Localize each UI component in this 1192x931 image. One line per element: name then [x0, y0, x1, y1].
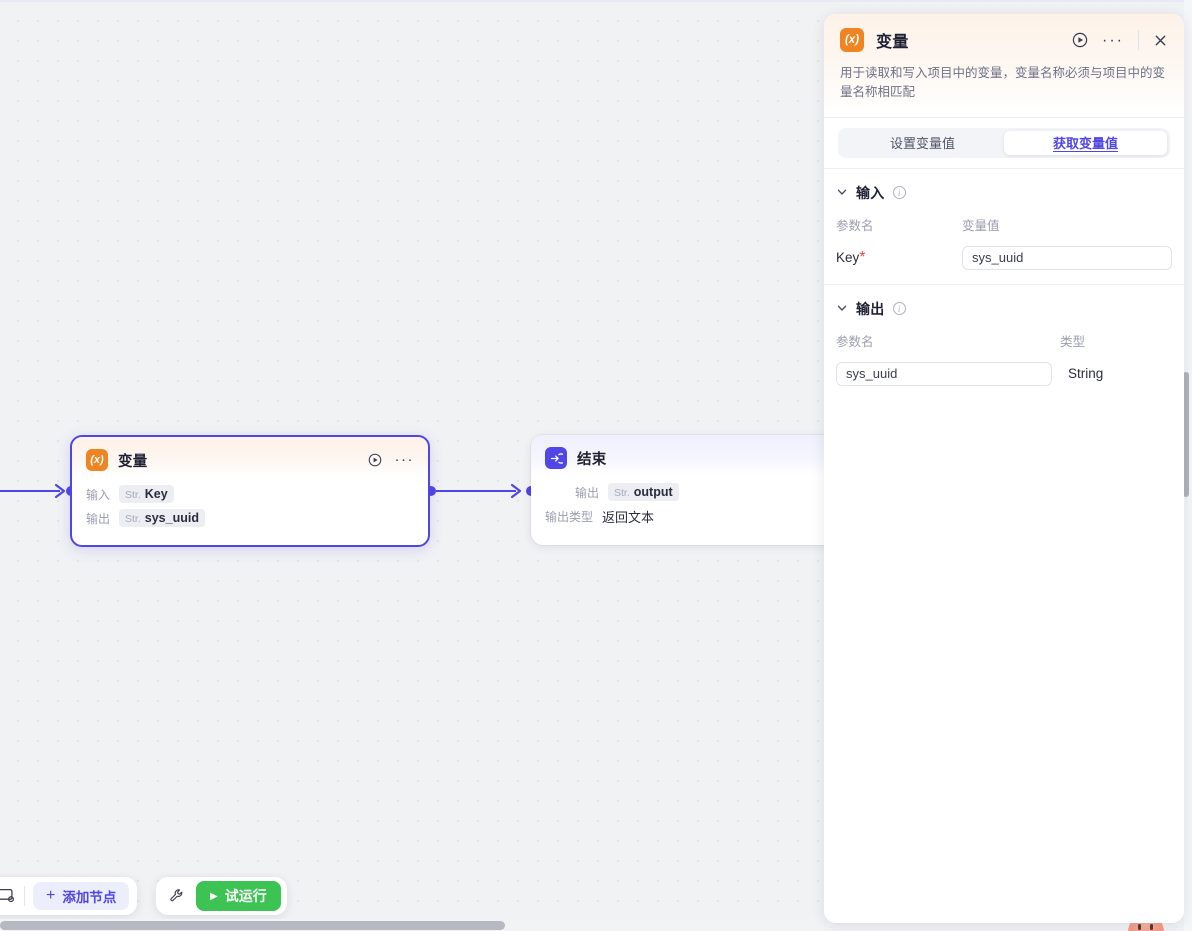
node-variable-title: 变量	[118, 453, 148, 470]
param-name: Key	[144, 487, 168, 501]
node-variable-row-output: 输出 Str. sys_uuid	[86, 509, 414, 527]
row-label: 输出类型	[545, 510, 594, 524]
output-section: 输出 i 参数名 类型 sys_uuid String	[824, 283, 1184, 400]
node-config-panel: (x) 变量 ··· 用于读取和写入项目中的变量，变量名称必须与项目中的变量名称…	[824, 14, 1184, 923]
param-name: sys_uuid	[144, 511, 199, 525]
param-chip: Str. Key	[119, 485, 174, 503]
toolbar-divider	[24, 886, 25, 906]
play-icon: ▶	[210, 890, 218, 902]
output-row-type: String	[1060, 365, 1172, 383]
row-label: 输出	[575, 485, 600, 500]
input-header-param: 参数名	[836, 218, 874, 233]
output-table: 参数名 类型 sys_uuid String	[836, 331, 1172, 386]
input-section-header[interactable]: 输入 i	[836, 183, 1172, 203]
variable-braces-icon: (x)	[840, 28, 864, 52]
input-param-name: Key	[836, 249, 860, 265]
info-icon[interactable]: i	[892, 302, 906, 316]
panel-mode-tabs: 设置变量值 获取变量值	[824, 116, 1184, 168]
variable-value-input[interactable]: sys_uuid	[962, 245, 1172, 270]
close-icon[interactable]	[1153, 33, 1168, 48]
play-circle-icon[interactable]	[368, 453, 382, 467]
input-row-value: sys_uuid	[962, 245, 1172, 270]
input-table: 参数名 变量值 Key* sys_uuid	[836, 215, 1172, 270]
node-variable-actions: ···	[368, 451, 415, 468]
output-table-header: 参数名 类型	[836, 331, 1172, 350]
output-header-param: 参数名	[836, 334, 874, 349]
row-label: 输入	[86, 487, 111, 502]
canvas-toolbar-run: ▶ 试运行	[156, 877, 287, 915]
panel-action-divider	[1138, 30, 1139, 50]
input-header-value: 变量值	[962, 218, 1000, 233]
panel-title-row: (x) 变量 ···	[840, 28, 1168, 52]
end-arrow-icon	[545, 447, 567, 469]
play-circle-icon[interactable]	[1072, 32, 1088, 48]
panel-scrollbar-thumb[interactable]	[1183, 372, 1189, 497]
node-end-row-output: 输出 Str. output	[575, 483, 877, 501]
node-variable-row-input: 输入 Str. Key	[86, 485, 414, 503]
output-section-header[interactable]: 输出 i	[836, 299, 1172, 319]
avatar-eye-right	[1150, 924, 1153, 930]
run-test-label: 试运行	[224, 888, 267, 904]
add-node-label: 添加节点	[62, 890, 117, 905]
input-section: 输入 i 参数名 变量值 Key* sys_uuid	[824, 167, 1184, 284]
output-type-text: String	[1068, 365, 1104, 381]
node-variable-body: 输入 Str. Key 输出 Str. sys_uuid	[72, 477, 428, 541]
panel-actions: ···	[1072, 30, 1168, 50]
run-test-button[interactable]: ▶ 试运行	[196, 881, 281, 911]
input-table-row: Key* sys_uuid	[836, 245, 1172, 270]
param-chip: Str. output	[608, 483, 679, 501]
node-end-row-output-type: 输出类型 返回文本	[545, 507, 877, 526]
ellipsis-icon[interactable]: ···	[1102, 31, 1124, 49]
info-icon[interactable]: i	[892, 186, 906, 200]
output-row-param: sys_uuid	[836, 361, 1060, 386]
param-chip: Str. sys_uuid	[119, 509, 205, 527]
horizontal-scrollbar-thumb[interactable]	[0, 921, 505, 930]
variable-braces-icon: (x)	[86, 449, 108, 471]
chevron-down-icon[interactable]	[836, 186, 848, 200]
add-node-button[interactable]: + 添加节点	[33, 882, 130, 910]
param-type: Str.	[614, 487, 630, 499]
param-type: Str.	[125, 513, 141, 525]
node-variable-header: (x) 变量 ···	[72, 437, 428, 477]
node-end-title: 结束	[577, 451, 607, 468]
chevron-down-icon[interactable]	[836, 302, 848, 316]
ellipsis-icon[interactable]: ···	[394, 451, 414, 468]
plus-icon: +	[46, 887, 56, 904]
param-type: Str.	[125, 489, 141, 501]
canvas-toolbar-left: + 添加节点	[0, 877, 138, 915]
output-type-value: 返回文本	[602, 510, 655, 525]
output-table-row: sys_uuid String	[836, 361, 1172, 386]
output-section-title: 输出	[856, 300, 885, 317]
avatar-eye-left	[1138, 924, 1141, 930]
row-label: 输出	[86, 511, 111, 526]
param-name: output	[633, 485, 673, 499]
panel-description: 用于读取和写入项目中的变量，变量名称必须与项目中的变量名称相匹配	[840, 66, 1166, 100]
output-param-input[interactable]: sys_uuid	[836, 361, 1052, 386]
output-header-type: 类型	[1060, 334, 1086, 349]
node-end-body: 输出 Str. output 输出类型 返回文本	[531, 475, 891, 540]
wrench-icon[interactable]	[162, 881, 192, 911]
panel-header: (x) 变量 ··· 用于读取和写入项目中的变量，变量名称必须与项目中的变量名称…	[824, 14, 1184, 117]
input-table-header: 参数名 变量值	[836, 215, 1172, 234]
screen-settings-icon[interactable]	[0, 886, 16, 906]
tab-set-variable[interactable]: 设置变量值	[889, 136, 955, 152]
input-section-title: 输入	[856, 184, 885, 201]
segmented-control: 设置变量值 获取变量值	[838, 127, 1170, 158]
tab-get-variable[interactable]: 获取变量值	[1004, 130, 1167, 155]
node-variable[interactable]: (x) 变量 ··· 输入 Str. Key 输出 Str.	[70, 435, 430, 547]
required-marker: *	[859, 248, 866, 266]
panel-title: 变量	[876, 34, 909, 51]
input-row-param: Key*	[836, 249, 962, 267]
